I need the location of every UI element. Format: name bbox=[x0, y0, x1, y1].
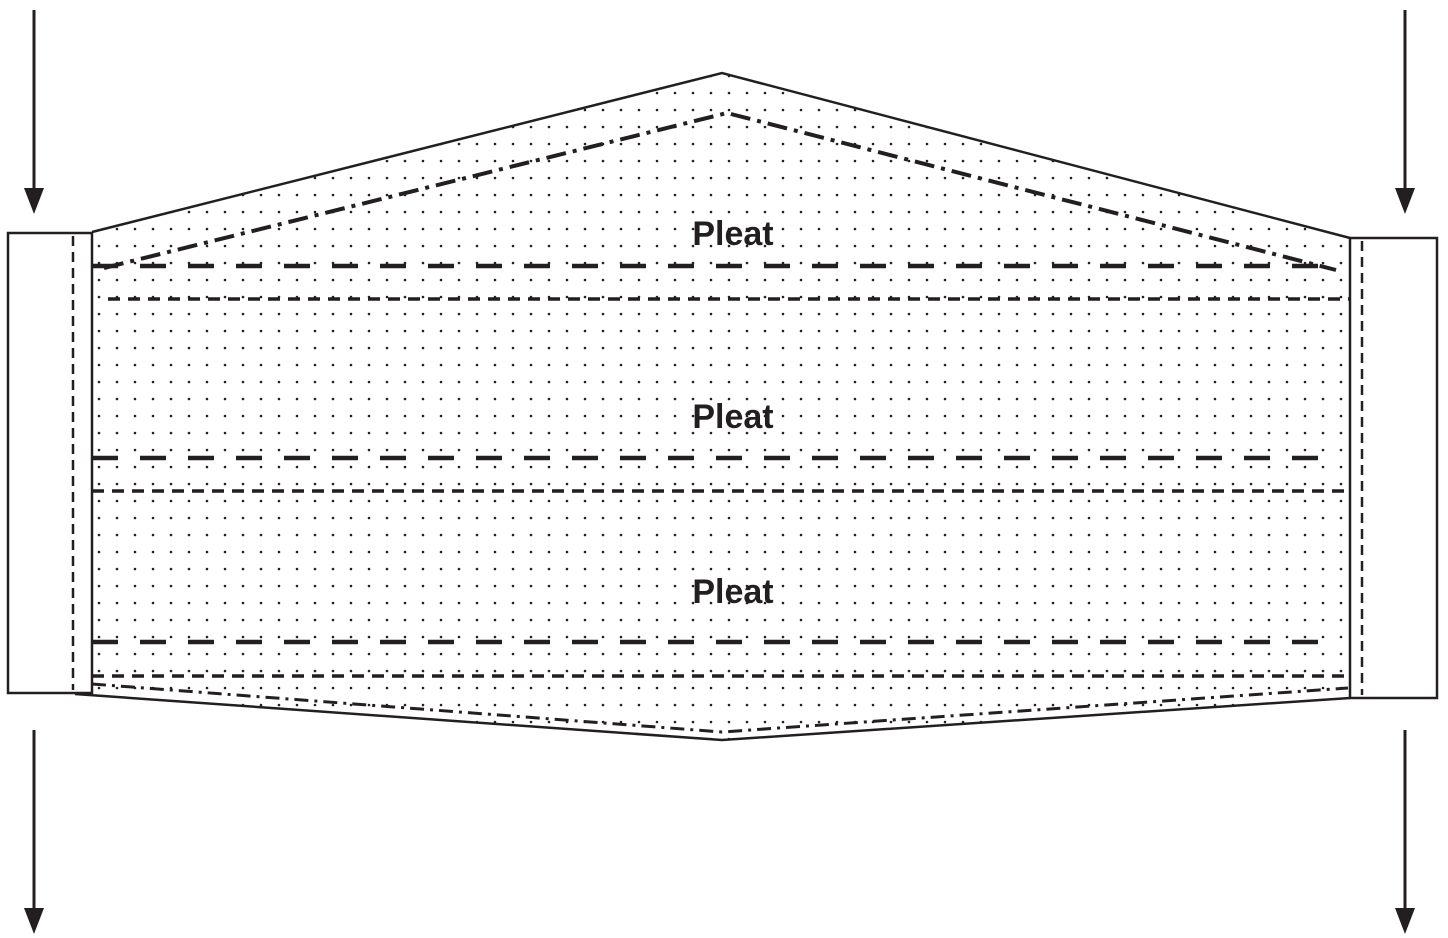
down-arrow-icon-bottom-right bbox=[1395, 730, 1415, 934]
pleat-label-top: Pleat bbox=[692, 215, 773, 253]
down-arrow-icon-top-right bbox=[1395, 10, 1415, 214]
down-arrow-icon-top-left bbox=[24, 10, 44, 214]
mask-fabric-body bbox=[75, 73, 1350, 740]
mask-outline-top bbox=[91, 71, 1351, 240]
pleat-label-bottom: Pleat bbox=[692, 573, 773, 611]
pleat-label-middle: Pleat bbox=[692, 398, 773, 436]
mask-outline-bottom bbox=[74, 692, 1351, 742]
down-arrow-icon-bottom-left bbox=[24, 730, 44, 934]
left-side-channel bbox=[6, 231, 94, 695]
seam-line-bottom bbox=[91, 682, 1349, 734]
right-side-channel bbox=[1348, 236, 1439, 700]
